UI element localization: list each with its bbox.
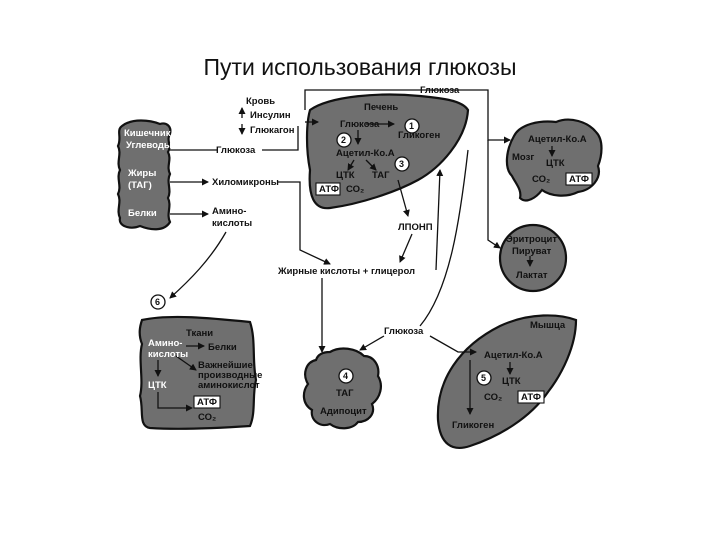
tissues-atp-box xyxy=(193,395,221,409)
rbc-lactate-label: Лактат xyxy=(516,270,548,281)
brain-label: Мозг xyxy=(512,152,534,163)
step-6-marker: 6 xyxy=(150,294,166,310)
intestine-label: Кишечник xyxy=(124,128,171,139)
glucose-to-rbc xyxy=(487,140,501,249)
lpvlp-to-fatty xyxy=(399,233,413,263)
step-2-marker: 2 xyxy=(336,132,352,148)
brain-tca-label: ЦТК xyxy=(546,158,565,169)
muscle-glucose-label: Глюкоза xyxy=(384,326,424,337)
rbc-label: Эритроцит xyxy=(506,234,557,245)
liver-acetyl-tag xyxy=(365,159,377,171)
liver-glucose-label: Глюкоза xyxy=(340,119,380,130)
lpvlp-label: ЛПОНП xyxy=(398,222,433,233)
amino-to-tissues xyxy=(169,231,227,299)
tissues-tca-label: ЦТК xyxy=(148,380,167,391)
svg-text:3: 3 xyxy=(399,159,404,169)
step-5-marker: 5 xyxy=(476,370,492,386)
tissues-amino-2: кислоты xyxy=(148,349,188,360)
muscle-atp-label: АТФ xyxy=(521,392,541,403)
tissues-proteins-label: Белки xyxy=(208,342,237,353)
amino-label-1: Амино- xyxy=(212,206,246,217)
brain-atp-label: АТФ xyxy=(569,174,589,185)
amino-label-2: кислоты xyxy=(212,218,252,229)
svg-text:1: 1 xyxy=(409,121,414,131)
liver-tca-label: ЦТК xyxy=(336,170,355,181)
insulin-label: Инсулин xyxy=(250,110,291,121)
intestine-proteins-label: Белки xyxy=(128,208,157,219)
tissues-tca-out xyxy=(157,392,193,412)
fatty-to-liver xyxy=(435,169,444,271)
tissues-amino-1: Амино- xyxy=(148,338,182,349)
tissues-important-3: аминокислот xyxy=(198,380,260,391)
liver-glycogen-label: Гликоген xyxy=(398,130,440,141)
rbc-pyruvate-label: Пируват xyxy=(512,246,552,257)
blood-glucose-label: Глюкоза xyxy=(216,145,256,156)
step-4-marker: 4 xyxy=(338,368,354,384)
chylomicron-line xyxy=(278,181,331,265)
glucagon-label: Глюкагон xyxy=(250,125,295,136)
brain-acetyl-label: Ацетил-Ко.А xyxy=(528,134,587,145)
svg-text:5: 5 xyxy=(481,373,486,383)
svg-text:4: 4 xyxy=(343,371,348,381)
step-1-marker: 1 xyxy=(404,118,420,134)
chylomicrons-label: Хиломикроны xyxy=(212,177,279,188)
adipocyte-label: Адипоцит xyxy=(320,406,367,417)
muscle-acetyl-label: Ацетил-Ко.А xyxy=(484,350,543,361)
tissues-atp-label: АТФ xyxy=(197,397,217,408)
blood-label: Кровь xyxy=(246,96,275,107)
liver-label: Печень xyxy=(364,102,398,113)
brain-atp-box xyxy=(565,172,593,186)
glucose-to-muscle xyxy=(429,335,477,356)
liver-co2-label: СО₂ xyxy=(346,184,364,195)
brain-co2-label: СО₂ xyxy=(532,174,550,185)
tissues-amino-derivs xyxy=(175,355,197,371)
muscle-label: Мышца xyxy=(530,320,566,331)
muscle-tca-label: ЦТК xyxy=(502,376,521,387)
adipocyte-tag-label: ТАГ xyxy=(336,388,354,399)
muscle-glycogen-label: Гликоген xyxy=(452,420,494,431)
tissues-important-1: Важнейшие xyxy=(198,360,253,371)
glucose-top-line xyxy=(304,89,511,144)
tissues-label: Ткани xyxy=(186,328,213,339)
liver-atp-box xyxy=(315,182,341,196)
tissues-important-2: производные xyxy=(198,370,262,381)
liver-acetyl-label: Ацетил-Ко.А xyxy=(336,148,395,159)
intestine-tag-label: (ТАГ) xyxy=(128,180,152,191)
step-3-marker: 3 xyxy=(394,156,410,172)
liver-tag-label: ТАГ xyxy=(372,170,390,181)
liver-atp-label: АТФ xyxy=(319,184,339,195)
blood-glucose-line xyxy=(262,126,299,151)
liver-shape xyxy=(305,93,470,210)
svg-text:2: 2 xyxy=(341,135,346,145)
liver-to-lpvlp xyxy=(397,179,410,217)
glucose-to-adipocyte xyxy=(359,335,385,351)
fatty-acids-label: Жирные кислоты + глицерол xyxy=(277,266,415,277)
intestine-carbs-label: Углеводы xyxy=(126,140,172,151)
liver-acetyl-tca xyxy=(347,159,355,171)
muscle-co2-label: СО₂ xyxy=(484,392,502,403)
svg-text:6: 6 xyxy=(155,297,160,307)
muscle-atp-box xyxy=(517,390,545,404)
intestine-shape xyxy=(116,119,172,231)
tissues-co2-label: СО₂ xyxy=(198,412,216,423)
intestine-fats-label: Жиры xyxy=(127,168,156,179)
blood-to-muscle-glucose xyxy=(419,149,469,327)
slide-title: Пути использования глюкозы xyxy=(203,54,517,80)
top-glucose-label: Глюкоза xyxy=(420,85,460,96)
adipocyte-shape xyxy=(302,347,382,430)
erythrocyte-shape xyxy=(498,223,568,293)
tissues-shape xyxy=(138,315,258,430)
